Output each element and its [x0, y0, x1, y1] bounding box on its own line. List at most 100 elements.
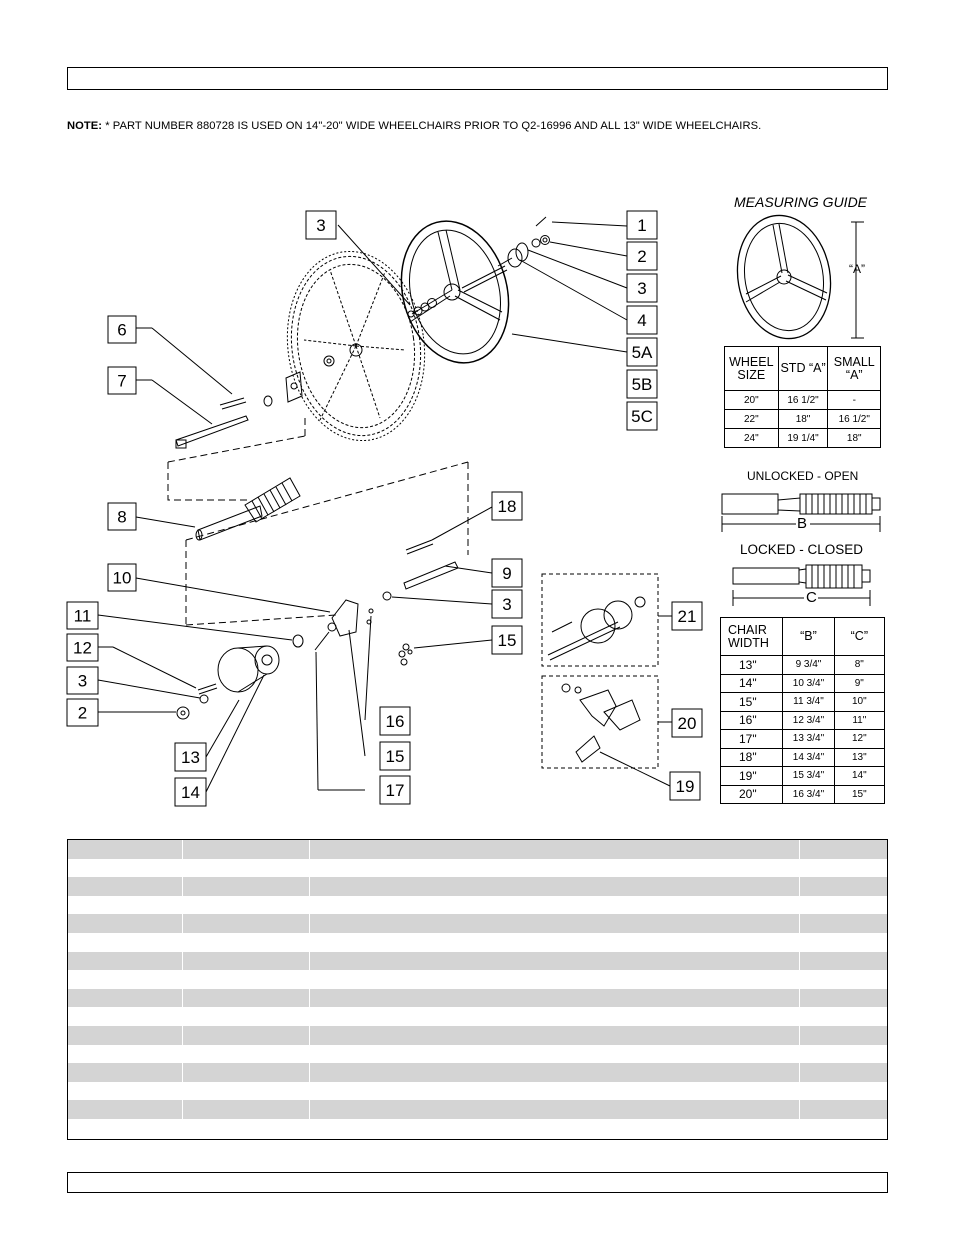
- svg-text:18: 18: [498, 497, 517, 516]
- chair-width-cell: 20": [719, 784, 784, 804]
- callout-17: 17: [379, 775, 411, 805]
- std-a-header: STD “A”: [777, 346, 829, 391]
- c-cell: 14": [833, 766, 886, 786]
- page-header-box: [67, 67, 888, 90]
- b-header: “B”: [782, 617, 835, 656]
- svg-text:2: 2: [78, 704, 87, 723]
- small-a-header: SMALL “A”: [827, 346, 881, 391]
- svg-text:7: 7: [117, 372, 126, 391]
- chair-width-cell: 18": [719, 747, 784, 767]
- c-cell: 9": [833, 673, 886, 693]
- callout-5B: 5B: [626, 369, 658, 399]
- table-row: [68, 970, 887, 989]
- svg-text:4: 4: [637, 311, 646, 330]
- locked-closed-label: LOCKED - CLOSED: [740, 542, 864, 557]
- svg-text:3: 3: [78, 672, 87, 691]
- callout-18: 18: [491, 491, 523, 521]
- small-a-cell: -: [827, 390, 881, 410]
- c-cell: 10": [833, 692, 886, 712]
- table-row: [68, 1025, 887, 1045]
- callout-19: 19: [669, 771, 701, 801]
- dim-a-label: “A”: [849, 262, 865, 276]
- chair-width-header: CHAIR WIDTH: [719, 617, 784, 656]
- svg-text:19: 19: [676, 777, 695, 796]
- svg-text:21: 21: [678, 607, 697, 626]
- chair-width-cell: 19": [719, 766, 784, 786]
- callout-2: 2: [66, 698, 99, 727]
- small-a-cell: 16 1/2": [827, 409, 881, 429]
- callout-7: 7: [107, 366, 137, 395]
- callout-12: 12: [66, 633, 99, 662]
- callout-16: 16: [379, 706, 411, 736]
- page-footer-box: [67, 1172, 888, 1193]
- c-cell: 12": [833, 729, 886, 749]
- chair-width-cell: 13": [719, 655, 784, 675]
- svg-text:3: 3: [637, 279, 646, 298]
- table-row: [68, 914, 887, 933]
- b-cell: 11 3/4": [782, 692, 835, 712]
- svg-text:2: 2: [637, 247, 646, 266]
- callout-4: 4: [626, 305, 658, 335]
- table-row: [68, 1081, 887, 1101]
- callout-13: 13: [174, 742, 207, 772]
- callout-11: 11: [66, 601, 99, 630]
- callout-8: 8: [107, 502, 137, 531]
- callout-3: 3: [491, 589, 523, 619]
- svg-text:8: 8: [117, 508, 126, 527]
- c-header: “C”: [833, 617, 886, 656]
- c-cell: 15": [833, 784, 886, 804]
- svg-text:15: 15: [386, 747, 405, 766]
- callout-1: 1: [626, 210, 658, 240]
- table-row: [68, 895, 887, 915]
- note-text: NOTE: * PART NUMBER 880728 IS USED ON 14…: [67, 120, 762, 132]
- c-cell: 13": [833, 747, 886, 767]
- wheel-size-cell: 22": [724, 409, 779, 429]
- callout-21: 21: [671, 601, 703, 631]
- callout-3: 3: [305, 210, 337, 240]
- dim-c-label: C: [806, 589, 817, 606]
- b-cell: 9 3/4": [782, 655, 835, 675]
- callout-14: 14: [174, 777, 207, 807]
- svg-text:10: 10: [113, 569, 132, 588]
- svg-text:20: 20: [678, 714, 697, 733]
- b-cell: 10 3/4": [782, 673, 835, 693]
- wheel-size-table: WHEEL SIZE STD “A” SMALL “A” 20" 16 1/2"…: [724, 346, 881, 448]
- svg-text:17: 17: [386, 781, 405, 800]
- wheel-size-cell: 20": [724, 390, 779, 410]
- callout-20: 20: [671, 708, 703, 738]
- callout-2: 2: [626, 241, 658, 271]
- chair-width-cell: 17": [719, 729, 784, 749]
- std-a-cell: 18": [777, 409, 829, 429]
- table-row: [68, 1007, 887, 1026]
- svg-text:9: 9: [502, 564, 511, 583]
- table-row: [68, 932, 887, 952]
- svg-text:11: 11: [74, 607, 92, 626]
- parts-list-table: [67, 839, 888, 1140]
- svg-text:16: 16: [386, 712, 405, 731]
- svg-text:3: 3: [316, 216, 325, 235]
- exploded-parts-diagram: 12345A5B5C367818910311151232131416151721…: [66, 210, 881, 807]
- b-cell: 13 3/4": [782, 729, 835, 749]
- b-cell: 16 3/4": [782, 784, 835, 804]
- svg-text:1: 1: [637, 216, 646, 235]
- callout-9: 9: [491, 558, 523, 588]
- svg-text:13: 13: [181, 748, 200, 767]
- callout-3: 3: [66, 666, 99, 695]
- chair-width-table: CHAIR WIDTH “B” “C” 13"9 3/4"8"14"10 3/4…: [719, 617, 886, 804]
- small-a-cell: 18": [827, 428, 881, 448]
- svg-text:3: 3: [502, 595, 511, 614]
- chair-width-cell: 16": [719, 710, 784, 730]
- table-row: [68, 1063, 887, 1082]
- table-row: [68, 1100, 887, 1119]
- table-row: [68, 877, 887, 896]
- c-cell: 8": [833, 655, 886, 675]
- callout-5A: 5A: [626, 337, 658, 367]
- b-cell: 15 3/4": [782, 766, 835, 786]
- svg-text:12: 12: [73, 639, 92, 658]
- b-cell: 14 3/4": [782, 747, 835, 767]
- table-row: [68, 858, 887, 878]
- svg-text:6: 6: [117, 321, 126, 340]
- svg-text:5B: 5B: [632, 375, 653, 394]
- table-row: [68, 840, 887, 859]
- measuring-guide-title: MEASURING GUIDE: [734, 194, 868, 210]
